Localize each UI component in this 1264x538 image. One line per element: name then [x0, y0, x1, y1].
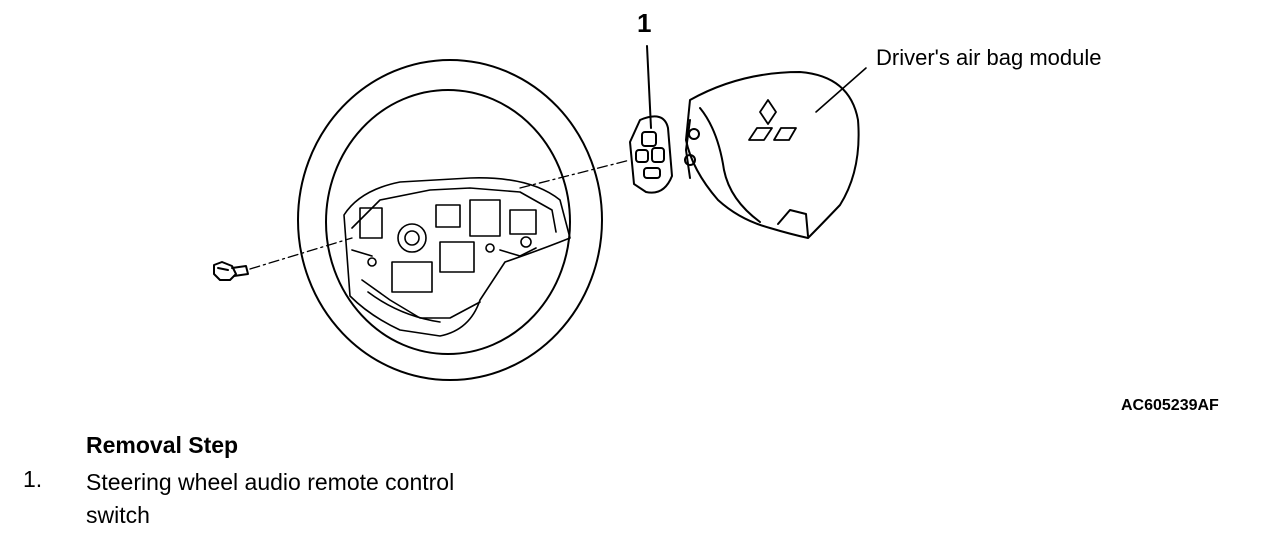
air-bag-module [684, 71, 860, 239]
callout-label-airbag: Driver's air bag module [876, 45, 1102, 70]
removal-step-heading: Removal Step [86, 432, 239, 458]
alignment-lines [249, 159, 631, 270]
steering-wheel-rim [297, 59, 603, 381]
steering-wheel-hub [343, 177, 571, 337]
callout-number: 1 [637, 8, 652, 38]
figure-code: AC605239AF [1121, 397, 1219, 414]
audio-remote-switch [629, 115, 673, 194]
step-text: Steering wheel audio remote control swit… [86, 469, 455, 528]
callout-leader-airbag [815, 67, 867, 113]
callout-leader-1 [646, 45, 652, 129]
emblem [748, 99, 797, 141]
bolt [213, 261, 249, 281]
step-number: 1. [23, 466, 43, 492]
steering-wheel-diagram [213, 45, 867, 381]
